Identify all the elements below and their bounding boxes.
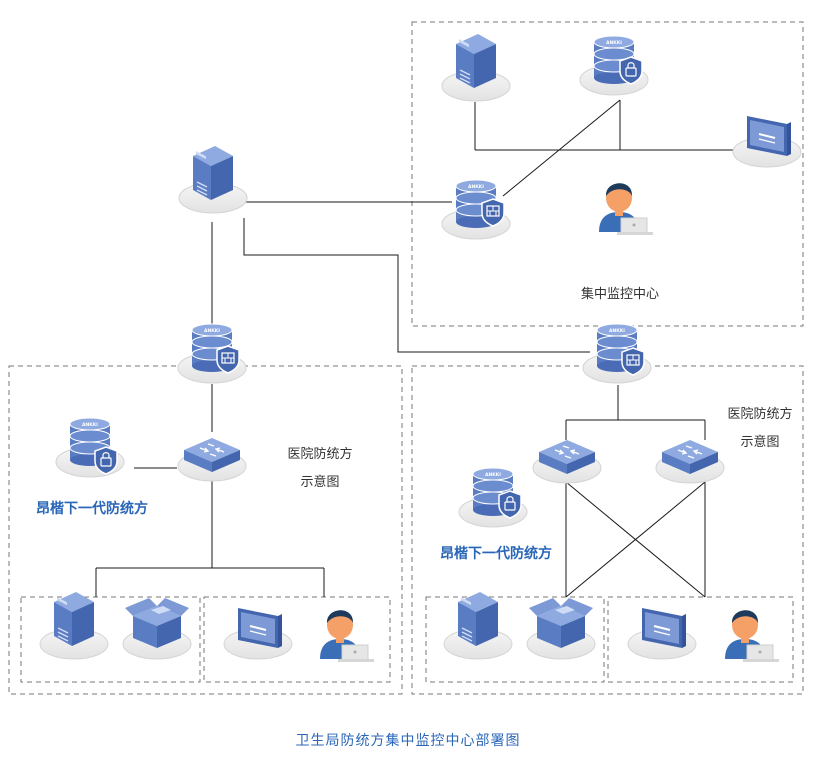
monitor-firewall-db bbox=[442, 180, 510, 239]
right-package bbox=[527, 598, 595, 659]
right-server bbox=[444, 592, 512, 659]
left-clients-group bbox=[203, 596, 391, 683]
left-hospital-label-1: 医院防统方 bbox=[287, 446, 352, 462]
monitor-audit-db bbox=[580, 36, 648, 95]
right-product-label: 昂楷下一代防统方 bbox=[440, 545, 552, 562]
right-operator bbox=[724, 609, 780, 663]
monitor-display bbox=[733, 116, 801, 167]
right-hospital-label-2: 示意图 bbox=[740, 434, 779, 450]
connection-lines bbox=[95, 99, 737, 598]
right-switch-2 bbox=[656, 440, 724, 483]
left-servers-group bbox=[20, 596, 201, 683]
left-hospital-label-2: 示意图 bbox=[300, 474, 339, 490]
region-boxes bbox=[8, 21, 804, 695]
left-audit-db bbox=[56, 418, 124, 477]
hospital-left-region bbox=[8, 365, 403, 695]
right-audit-db bbox=[459, 468, 527, 527]
left-display bbox=[224, 608, 292, 659]
left-switch bbox=[178, 438, 246, 481]
right-clients-group bbox=[607, 596, 794, 683]
left-package bbox=[123, 598, 191, 659]
left-firewall-db bbox=[178, 324, 246, 383]
left-product-label: 昂楷下一代防统方 bbox=[36, 500, 148, 517]
right-display bbox=[628, 608, 696, 659]
right-hospital-label-1: 医院防统方 bbox=[727, 406, 792, 422]
monitor-server bbox=[442, 34, 510, 101]
monitor-center-region bbox=[411, 21, 804, 327]
left-operator bbox=[319, 609, 375, 663]
hospital-right-region bbox=[411, 365, 804, 695]
diagram-caption: 卫生局防统方集中监控中心部署图 bbox=[296, 732, 521, 749]
right-switch-1 bbox=[533, 440, 601, 483]
monitor-center-label: 集中监控中心 bbox=[581, 286, 659, 302]
left-server bbox=[40, 592, 108, 659]
right-servers-group bbox=[425, 596, 605, 683]
right-firewall-db bbox=[583, 324, 651, 383]
central-server bbox=[179, 146, 247, 213]
monitor-operator bbox=[598, 182, 654, 236]
